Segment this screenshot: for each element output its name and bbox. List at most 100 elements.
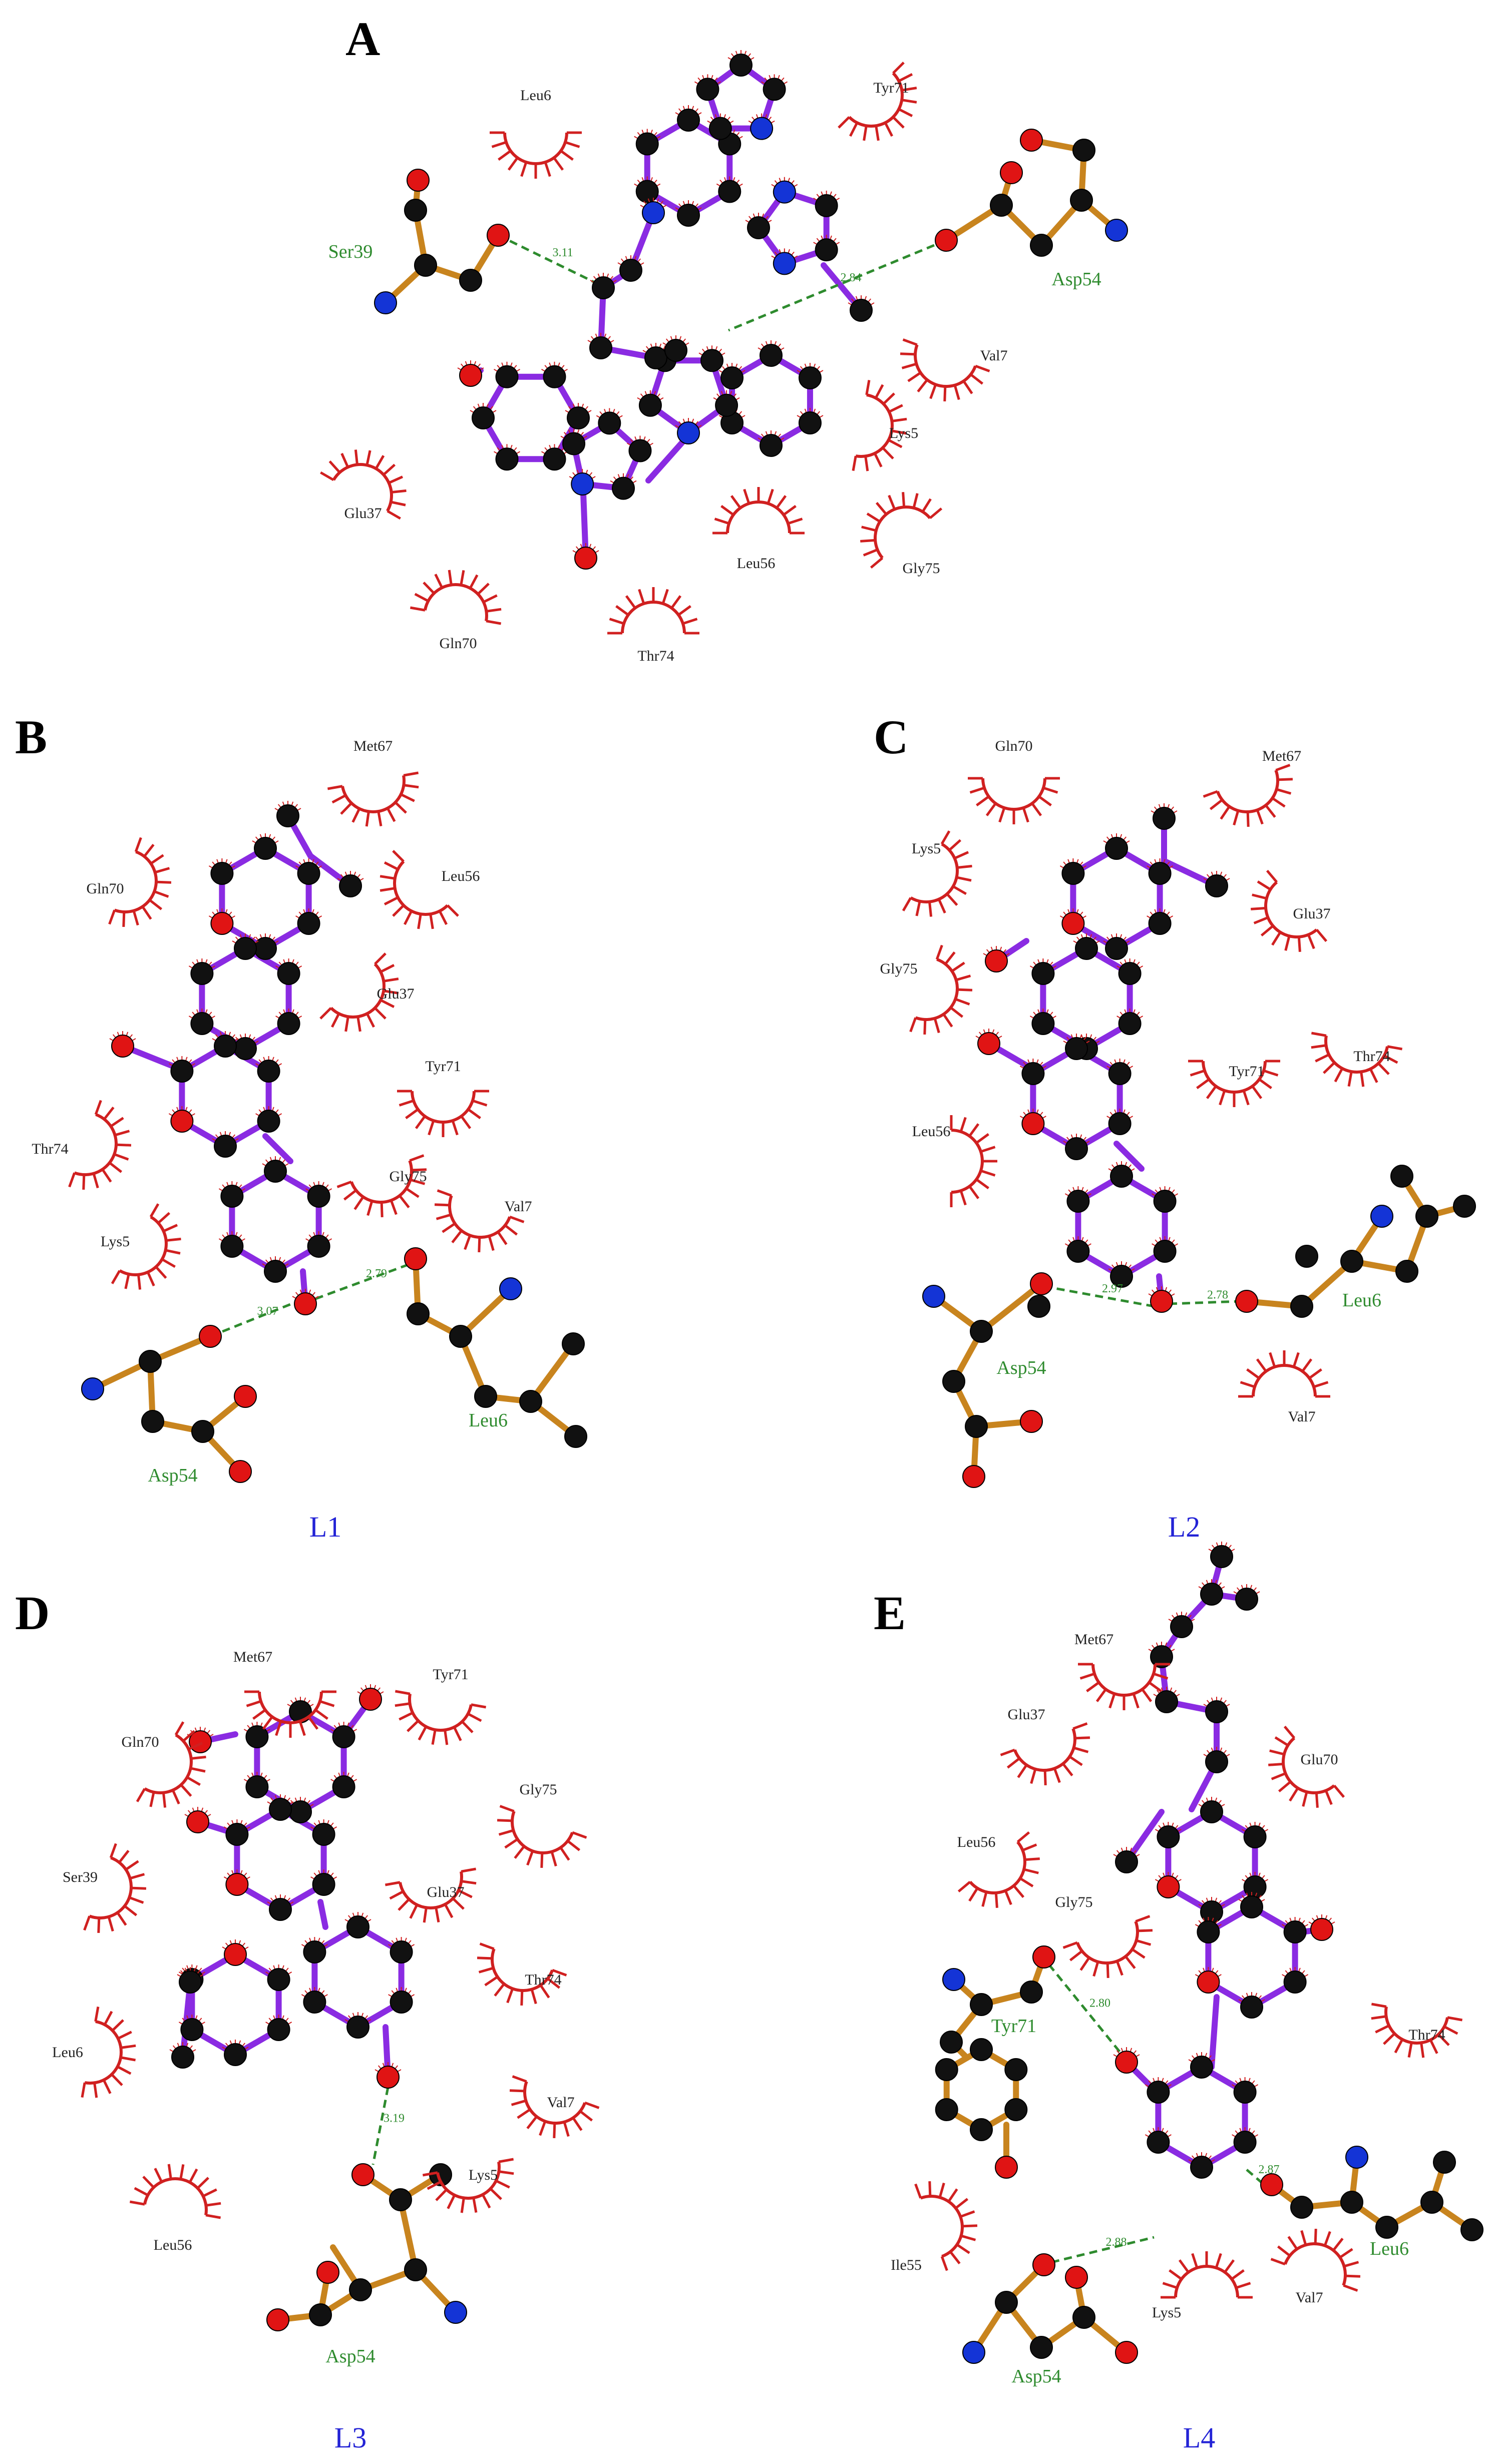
atom-contact-tick <box>723 114 726 119</box>
arc-tick <box>1224 2259 1235 2273</box>
atom-contact-tick <box>457 367 462 370</box>
arc-tick <box>124 1274 130 1289</box>
arc-tick <box>499 2170 514 2175</box>
atom-contact-tick <box>510 362 513 367</box>
atom-contact-tick <box>240 1820 243 1824</box>
atom-contact-tick <box>1250 1585 1253 1589</box>
atom-contact-tick <box>234 1038 239 1041</box>
atom-contact-tick <box>804 408 807 413</box>
atom-contact-tick <box>1245 1825 1249 1829</box>
carbon-atom-icon <box>141 1410 164 1433</box>
atom-contact-tick <box>309 1988 311 1992</box>
atom-contact-tick <box>630 438 634 443</box>
atom-contact-tick <box>1211 2059 1215 2062</box>
arc-tick <box>495 2179 510 2189</box>
atom-contact-tick <box>1241 1895 1245 1899</box>
arc-tick <box>1371 2015 1386 2020</box>
arc-tick <box>1311 1032 1327 1037</box>
atom-contact-tick <box>1072 1237 1075 1241</box>
arc-tick <box>1004 1890 1012 1905</box>
hbond-distance-label: 2.78 <box>1207 1289 1228 1302</box>
atom-contact-tick <box>267 1901 271 1904</box>
arc-tick <box>166 1237 181 1242</box>
atom-contact-tick <box>486 403 489 408</box>
arc-tick <box>1265 804 1276 818</box>
carbon-atom-icon <box>404 2258 427 2281</box>
arc-tick <box>1271 931 1282 946</box>
arc-tick <box>1339 2248 1353 2259</box>
atom-contact-tick <box>285 1967 289 1972</box>
atom-contact-tick <box>282 1159 286 1163</box>
atom-contact-tick <box>215 1034 219 1038</box>
hydrophobic-residue-label: Gly75 <box>520 1781 557 1798</box>
hydrophobic-residue-label: Glu37 <box>1008 1706 1045 1723</box>
arc-tick <box>1315 928 1328 942</box>
atom-contact-tick <box>678 108 682 112</box>
atom-contact-tick <box>1106 1116 1111 1119</box>
atom-contact-tick <box>733 393 737 397</box>
atom-contact-tick <box>1331 1921 1335 1924</box>
arc-tick <box>149 899 163 910</box>
carbon-atom-icon <box>269 1898 292 1921</box>
arc-tick <box>1196 1078 1210 1090</box>
atom-contact-tick <box>1068 1189 1072 1193</box>
atom-contact-tick <box>1216 1542 1219 1547</box>
atom-contact-tick <box>836 242 840 245</box>
arc-tick <box>968 1887 979 1902</box>
carbon-atom-icon <box>264 1160 287 1183</box>
arc-tick <box>94 2006 100 2022</box>
carbon-atom-icon <box>564 1425 587 1448</box>
atom-contact-tick <box>218 1188 223 1191</box>
atom-contact-tick <box>268 934 271 938</box>
atom-contact-tick <box>1155 1239 1159 1243</box>
atom-contact-tick <box>1298 1967 1301 1972</box>
arc-tick <box>1024 1857 1040 1861</box>
arc-tick <box>888 438 903 448</box>
atom-contact-tick <box>191 1113 195 1116</box>
hydrophobic-contact-arc-icon <box>320 449 407 520</box>
atom-contact-tick <box>229 1940 232 1944</box>
atom-contact-tick <box>1145 2084 1149 2087</box>
atom-contact-tick <box>780 437 785 440</box>
atom-contact-tick <box>1169 865 1174 868</box>
atom-contact-tick <box>634 436 637 441</box>
atom-contact-tick <box>187 1810 191 1814</box>
arc-tick <box>461 1867 477 1873</box>
arc-tick <box>174 1721 185 1736</box>
atom-contact-tick <box>1241 1995 1245 1999</box>
arc-tick <box>498 2158 514 2163</box>
atom-contact-tick <box>185 1107 188 1111</box>
atom-contact-tick <box>1235 2130 1239 2134</box>
atom-contact-tick <box>1175 1875 1179 1879</box>
atom-contact-tick <box>1171 1189 1175 1193</box>
atom-contact-tick <box>800 411 804 415</box>
atom-contact-tick <box>1304 1974 1309 1977</box>
atom-contact-tick <box>282 2015 284 2020</box>
carbon-atom-icon <box>1021 1062 1045 1085</box>
carbon-atom-icon <box>346 2016 369 2039</box>
atom-contact-tick <box>1063 1141 1067 1144</box>
atom-contact-tick <box>232 940 236 943</box>
atom-contact-tick <box>242 1942 246 1946</box>
atom-contact-tick <box>1150 911 1154 915</box>
arc-tick <box>131 1886 147 1890</box>
arc-tick <box>109 1162 123 1173</box>
atom-contact-tick <box>1126 1112 1130 1116</box>
carbon-atom-icon <box>220 1185 244 1208</box>
nitrogen-atom-icon <box>642 201 665 224</box>
atom-contact-tick <box>650 129 653 134</box>
arc-tick <box>380 1202 384 1218</box>
arc-tick <box>1315 1053 1330 1063</box>
atom-contact-tick <box>238 1184 242 1188</box>
atom-contact-tick <box>641 177 644 182</box>
atom-contact-tick <box>1033 1012 1037 1016</box>
arc-tick <box>142 2176 155 2189</box>
carbon-atom-icon <box>297 912 320 935</box>
arc-tick <box>125 1860 139 1871</box>
atom-contact-tick <box>235 1232 238 1236</box>
nitrogen-atom-icon <box>750 117 774 140</box>
arc-tick <box>901 99 917 104</box>
oxygen-atom-icon <box>962 1465 985 1488</box>
ligand-bond <box>317 1899 328 1930</box>
atom-contact-tick <box>1221 1586 1225 1589</box>
